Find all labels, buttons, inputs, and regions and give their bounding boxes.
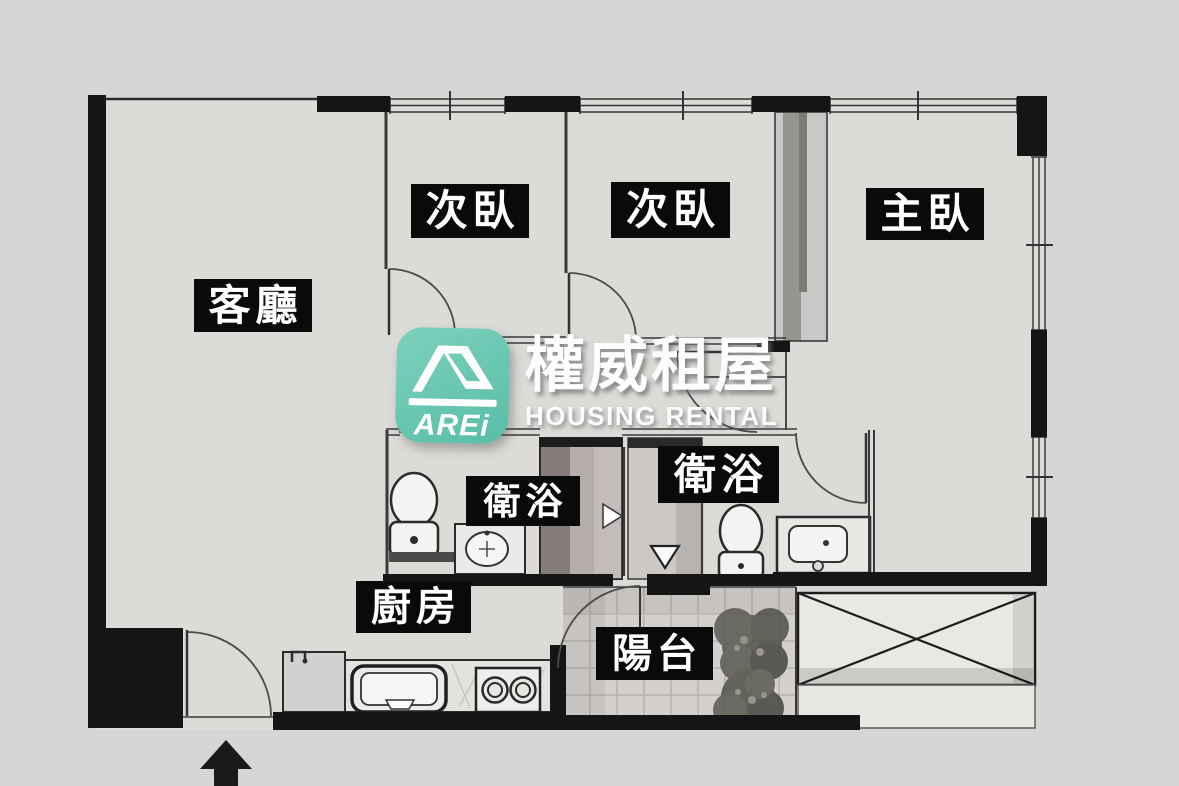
wardrobe-column bbox=[774, 111, 828, 342]
brand-logo: AREi bbox=[394, 326, 511, 445]
stove-icon bbox=[474, 666, 542, 714]
toilet-b-icon bbox=[717, 503, 765, 580]
logo-underline bbox=[408, 398, 497, 407]
logo-roof-icon bbox=[411, 345, 494, 392]
brand-name-cn: 權威租屋 bbox=[525, 332, 777, 399]
room-label-kitchen: 廚房 bbox=[356, 581, 471, 633]
room-label-text: 次臥 bbox=[425, 187, 520, 234]
vanity-b-icon bbox=[775, 515, 872, 575]
room-label-text: 次臥 bbox=[625, 186, 720, 233]
toilet-a-icon bbox=[388, 471, 468, 562]
room-label-balcony: 陽台 bbox=[596, 627, 713, 680]
room-label-text: 廚房 bbox=[371, 585, 461, 629]
room-label-text: 衛浴 bbox=[483, 480, 568, 522]
logo-abbr-text: AREi bbox=[413, 408, 490, 443]
bedroom-b-door bbox=[567, 272, 637, 341]
room-label-bathroom-b: 衛浴 bbox=[658, 446, 779, 503]
entrance-arrow bbox=[200, 740, 252, 786]
brand-watermark: AREi 權威租屋 HOUSING RENTAL bbox=[394, 326, 779, 445]
shower-a bbox=[539, 437, 624, 580]
ac-platform bbox=[796, 591, 1037, 729]
room-label-text: 陽台 bbox=[612, 631, 702, 676]
room-label-master-bedroom: 主臥 bbox=[866, 188, 984, 240]
room-label-living-room: 客廳 bbox=[194, 279, 312, 332]
room-label-text: 主臥 bbox=[880, 190, 975, 237]
bedroom-a-door bbox=[387, 268, 456, 336]
outer-walls bbox=[88, 95, 1047, 730]
kitchen-counter bbox=[282, 650, 554, 714]
entrance-door bbox=[185, 630, 272, 717]
sink-a-icon bbox=[454, 523, 526, 575]
room-label-text: 衛浴 bbox=[673, 450, 768, 498]
bathroom-b-door bbox=[795, 432, 868, 504]
room-label-text: 客廳 bbox=[208, 281, 303, 329]
room-label-bedroom-a: 次臥 bbox=[411, 184, 529, 238]
brand-text-block: 權威租屋 HOUSING RENTAL bbox=[525, 332, 779, 431]
brand-name-en: HOUSING RENTAL bbox=[525, 401, 779, 431]
balcony-plants-icon bbox=[713, 608, 789, 727]
room-label-bedroom-b: 次臥 bbox=[611, 182, 730, 238]
faucet-icon bbox=[290, 650, 307, 662]
master-bedroom-door bbox=[676, 350, 758, 433]
room-label-bathroom-a: 衛浴 bbox=[466, 476, 580, 526]
